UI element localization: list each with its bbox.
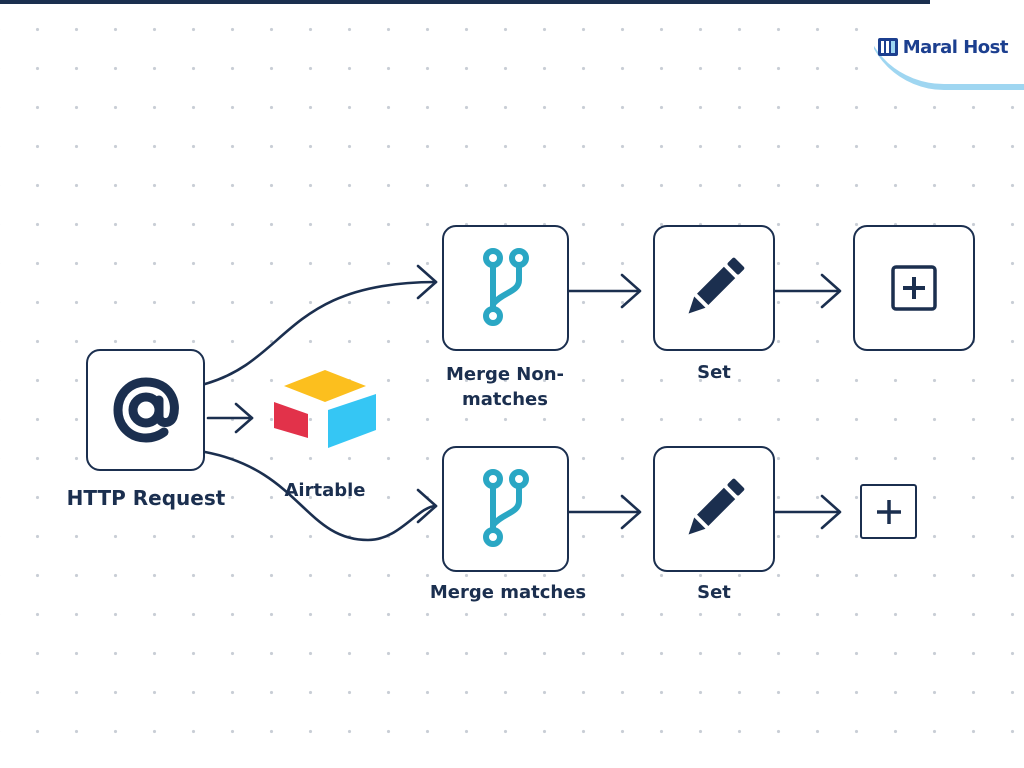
arrowhead-airtable xyxy=(234,402,254,434)
git-branch-icon xyxy=(482,469,529,547)
set-bottom-label: Set xyxy=(697,582,731,603)
plus-square-icon xyxy=(891,265,937,311)
http-request-node[interactable] xyxy=(86,349,205,471)
set-top-node[interactable] xyxy=(653,225,775,351)
brand-name: Maral Host xyxy=(902,36,1009,58)
merge-nonmatches-label-line2: matches xyxy=(462,389,548,410)
pencil-icon xyxy=(688,257,745,314)
merge-matches-node[interactable] xyxy=(442,446,569,572)
airtable-label: Airtable xyxy=(284,480,366,501)
arrowhead-add-top xyxy=(820,273,842,309)
arrowhead-set-bottom xyxy=(620,494,642,530)
brand-corner: Maral Host xyxy=(874,0,1024,92)
top-border xyxy=(0,0,930,4)
git-branch-icon xyxy=(482,248,529,326)
set-bottom-node[interactable] xyxy=(653,446,775,572)
merge-nonmatches-label: Merge Non- matches xyxy=(420,362,590,412)
merge-nonmatches-node[interactable] xyxy=(442,225,569,351)
edge-http-to-merge-matches xyxy=(203,450,438,542)
add-bottom-button[interactable] xyxy=(860,484,917,539)
arrowhead-set-top xyxy=(620,273,642,309)
brand-swoosh xyxy=(874,6,1024,90)
add-top-node[interactable] xyxy=(853,225,975,351)
pencil-icon xyxy=(688,478,745,535)
merge-nonmatches-label-line1: Merge Non- xyxy=(445,364,565,385)
edge-http-to-merge-nonmatches xyxy=(203,280,438,386)
arrowhead-add-bottom xyxy=(820,494,842,530)
set-top-label: Set xyxy=(697,362,731,383)
airtable-logo[interactable] xyxy=(270,366,380,450)
http-request-label: HTTP Request xyxy=(66,486,226,510)
server-icon xyxy=(877,38,898,56)
at-sign-icon xyxy=(112,377,179,443)
brand-logo: Maral Host xyxy=(877,36,1009,58)
merge-matches-label: Merge matches xyxy=(429,582,587,603)
arrowhead-merge-matches xyxy=(416,488,438,524)
plus-icon xyxy=(876,499,901,524)
arrowhead-merge-nonmatches xyxy=(416,264,438,300)
